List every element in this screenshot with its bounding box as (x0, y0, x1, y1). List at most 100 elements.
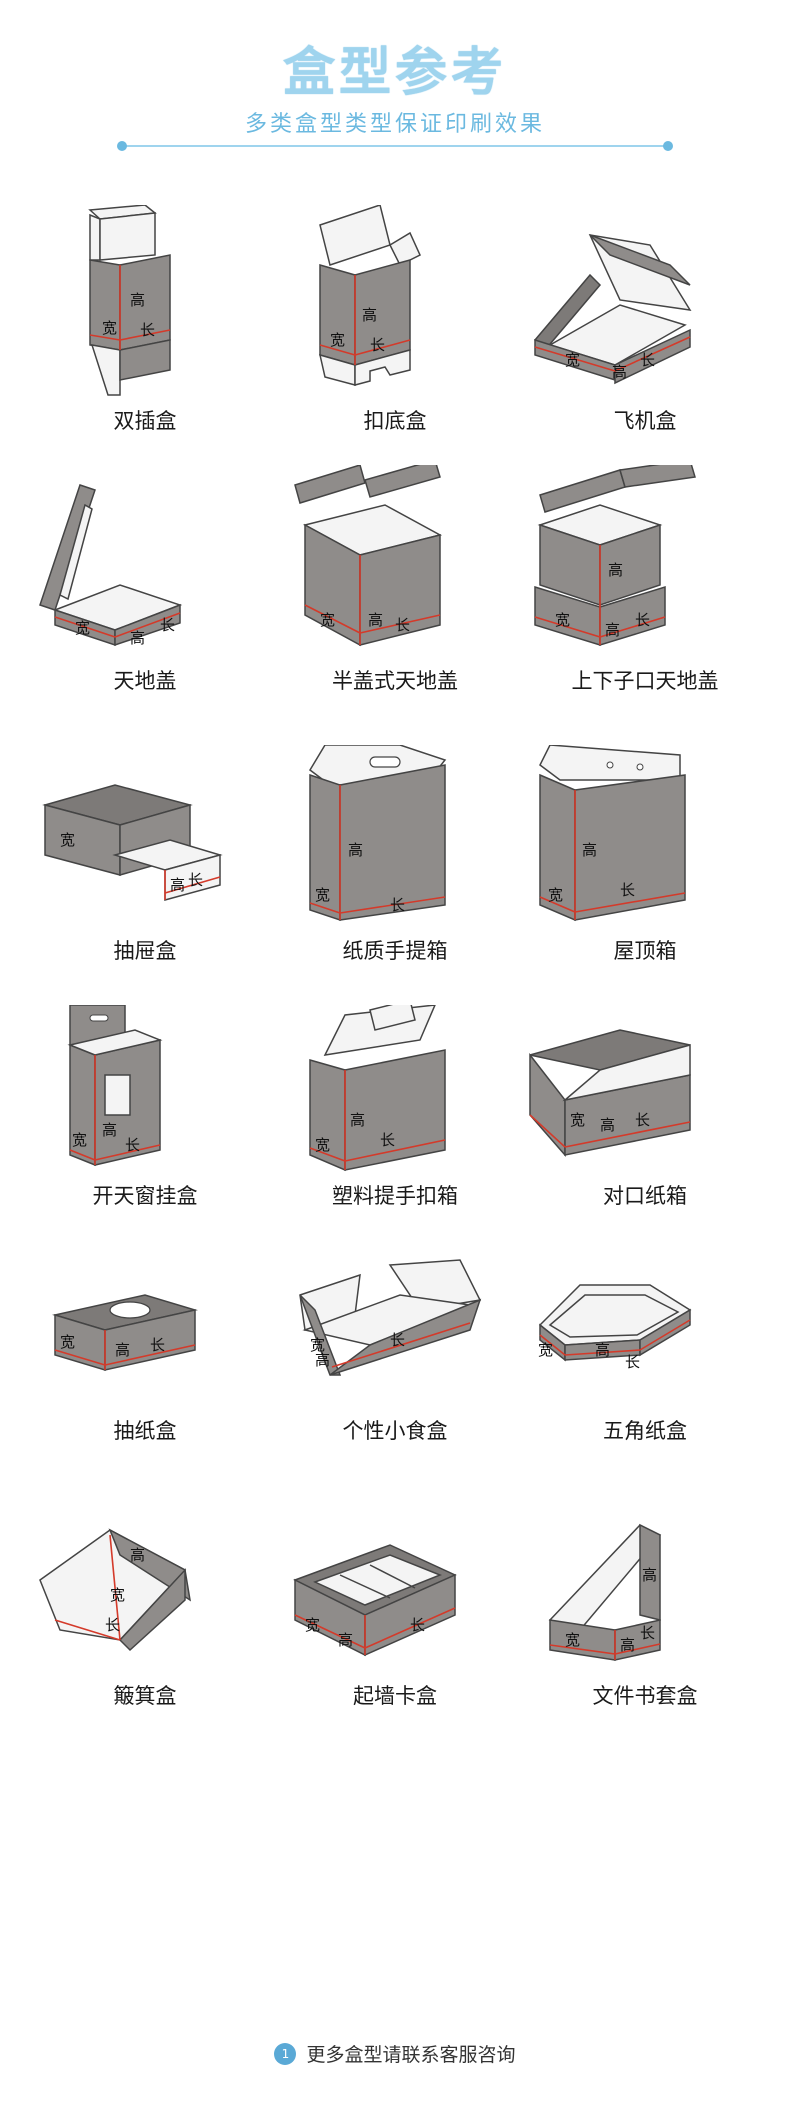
tissue-box-illustration: 宽 高 长 (52, 1294, 198, 1372)
footer-contact: 1 更多盒型请联系客服咨询 (0, 2040, 790, 2067)
dim-width-label: 宽 (60, 1333, 75, 1351)
dim-length-label: 长 (620, 881, 635, 899)
dim-height-label: 高 (102, 1121, 117, 1139)
dim-width-label: 宽 (315, 1136, 330, 1154)
box-item-rsc-carton: 宽 高 长 对口纸箱 (520, 1005, 770, 1215)
dim-height-label: 高 (608, 561, 623, 579)
box-label: 上下子口天地盖 (571, 669, 719, 693)
dim-length-label: 长 (125, 1136, 140, 1154)
box-item-tissue: 宽 高 长 抽纸盒 (20, 1255, 270, 1443)
box-label: 抽纸盒 (113, 1419, 177, 1443)
dim-width-label: 宽 (75, 619, 90, 637)
pentagon-box-illustration: 宽 高 长 (538, 1284, 692, 1371)
box-label: 对口纸箱 (603, 1184, 687, 1208)
dim-height-label-2: 高 (605, 621, 620, 639)
box-item-snack: 宽 高 长 个性小食盒 (270, 1255, 520, 1443)
lid-base-box-illustration: 宽 高 长 (39, 484, 183, 647)
dim-length-label: 长 (390, 896, 405, 914)
page-subtitle: 多类盒型类型保证印刷效果 (244, 112, 545, 137)
box-item-plastic-handle: 宽 高 长 塑料提手扣箱 (270, 1005, 520, 1215)
box-label: 扣底盒 (363, 409, 427, 433)
dim-length-label: 长 (380, 1131, 395, 1149)
dim-length-label: 长 (625, 1353, 640, 1371)
dim-height-label: 高 (350, 1111, 365, 1129)
snack-box-illustration: 宽 高 长 (299, 1259, 482, 1376)
dim-height-label: 高 (582, 841, 597, 859)
dim-width-label: 宽 (320, 611, 335, 629)
box-item-drawer: 宽 高 长 抽屉盒 (20, 745, 270, 963)
dim-length-label: 长 (640, 351, 655, 369)
dim-length-label: 长 (105, 1616, 120, 1634)
dim-width-label: 宽 (60, 831, 75, 849)
dim-height-label: 高 (595, 1341, 610, 1359)
box-label: 飞机盒 (613, 409, 677, 433)
box-label: 屋顶箱 (613, 939, 677, 963)
dim-height-label: 高 (620, 1636, 635, 1654)
dim-length-label: 长 (160, 616, 175, 634)
plastic-handle-box-illustration: 宽 高 长 (309, 1005, 446, 1172)
dim-height-label: 高 (315, 1351, 330, 1369)
box-label: 纸质手提箱 (342, 939, 448, 963)
dim-length-label: 长 (390, 1331, 405, 1349)
neck-lid-box-illustration: 宽 高 高 长 (534, 465, 696, 647)
box-label: 簸箕盒 (113, 1684, 177, 1708)
dim-length-label: 长 (188, 871, 203, 889)
box-item-pentagon: 宽 高 长 五角纸盒 (520, 1255, 770, 1443)
dim-width-label: 宽 (72, 1131, 87, 1149)
drawer-box-illustration: 宽 高 长 (42, 784, 223, 901)
dustpan-box-illustration: 宽 高 长 (39, 1528, 192, 1652)
dim-height-label: 高 (115, 1341, 130, 1359)
dim-height-label: 高 (130, 629, 145, 647)
dim-width-label: 宽 (548, 886, 563, 904)
dim-height-label: 高 (130, 291, 145, 309)
box-item-lid-base: 宽 高 长 天地盖 (20, 465, 270, 693)
dim-width-label: 宽 (565, 1631, 580, 1649)
gable-box-illustration: 宽 高 长 (539, 745, 686, 922)
half-lid-box-illustration: 宽 高 长 (294, 465, 443, 647)
dim-height-label: 高 (612, 363, 627, 381)
dim-height-label: 高 (362, 306, 377, 324)
box-label: 五角纸盒 (603, 1419, 687, 1443)
box-item-lock-bottom: 宽 高 长 扣底盒 (270, 205, 520, 433)
dim-length-label: 长 (410, 1616, 425, 1634)
dim-width-label: 宽 (102, 319, 117, 337)
box-label: 文件书套盒 (592, 1684, 698, 1708)
dim-length-label: 长 (370, 336, 385, 354)
dim-height-label: 高 (338, 1631, 353, 1649)
dim-height-label: 高 (368, 611, 383, 629)
box-item-mailer: 宽 高 长 飞机盒 (520, 205, 770, 433)
dim-width-label: 宽 (565, 351, 580, 369)
box-label: 半盖式天地盖 (332, 669, 458, 693)
box-item-double-tuck: 宽 高 长 双插盒 (20, 205, 270, 433)
dim-width-label: 宽 (305, 1616, 320, 1634)
box-item-window-hanger: 宽 高 长 开天窗挂盒 (20, 1005, 270, 1215)
divider-dot-left (117, 141, 127, 151)
dim-height-label: 高 (600, 1116, 615, 1134)
dim-width-label: 宽 (310, 1336, 325, 1354)
box-label: 双插盒 (113, 409, 177, 433)
box-item-gable: 宽 高 长 屋顶箱 (520, 745, 770, 963)
dim-width-label: 宽 (555, 611, 570, 629)
title-divider (122, 145, 668, 147)
dim-length-label: 长 (635, 611, 650, 629)
rsc-carton-illustration: 宽 高 长 (529, 1029, 691, 1157)
wall-tray-box-illustration: 宽 高 长 (293, 1544, 457, 1657)
double-tuck-box-illustration: 宽 高 长 (88, 205, 171, 396)
divider-dot-right (663, 141, 673, 151)
box-label: 开天窗挂盒 (92, 1184, 198, 1208)
dim-width-label: 宽 (330, 331, 345, 349)
paper-carry-box-illustration: 宽 高 长 (309, 745, 447, 922)
box-item-dustpan: 宽 高 长 簸箕盒 (20, 1520, 270, 1708)
dim-width-label: 宽 (110, 1586, 125, 1604)
dim-length-label: 长 (150, 1336, 165, 1354)
box-item-file-sleeve: 宽 高 高 长 文件书套盒 (520, 1520, 770, 1708)
dim-height-label: 高 (348, 841, 363, 859)
box-item-neck-lid: 宽 高 高 长 上下子口天地盖 (520, 465, 770, 693)
file-sleeve-box-illustration: 宽 高 高 长 (548, 1523, 662, 1661)
info-icon: 1 (274, 2042, 297, 2065)
dim-height-label: 高 (170, 876, 185, 894)
box-item-half-lid: 宽 高 长 半盖式天地盖 (270, 465, 520, 693)
box-item-paper-carry: 宽 高 长 纸质手提箱 (270, 745, 520, 963)
dim-length-label: 长 (395, 616, 410, 634)
box-label: 起墙卡盒 (353, 1684, 437, 1708)
